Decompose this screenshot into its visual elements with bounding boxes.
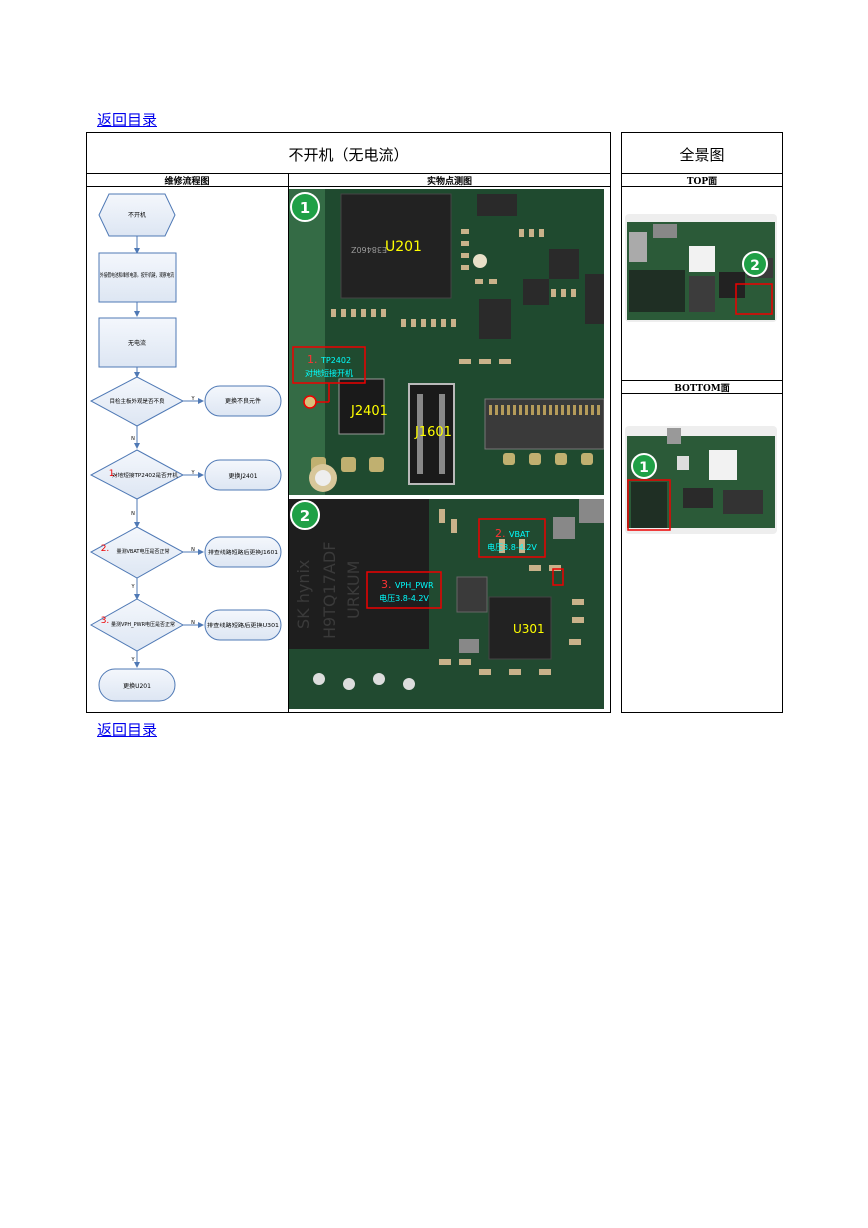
flow-no-4: N bbox=[191, 620, 195, 626]
flow-decision4-no: 排查线路短路后更换U301 bbox=[207, 622, 279, 629]
memory-chip-text: SK hynix bbox=[294, 560, 313, 629]
flow-yes-2: Y bbox=[190, 470, 195, 476]
overview-top-board: 2 bbox=[625, 214, 777, 322]
flow-step1-label: 外接假电池和维修电源。按开机键，观察电流 bbox=[100, 271, 174, 279]
tp2402-note-line2: 对地短接开机 bbox=[305, 368, 353, 378]
vph-note-line2: 电压3.8-4.2V bbox=[379, 593, 429, 603]
flow-no-1: N bbox=[131, 436, 135, 442]
vbat-note-line1: VBAT bbox=[509, 530, 530, 539]
flow-no-2: N bbox=[131, 511, 135, 517]
overview-top-badge: 2 bbox=[750, 258, 760, 274]
j2401-label: J2401 bbox=[350, 404, 388, 419]
tp2402-note-num: 1. bbox=[307, 353, 318, 366]
flow-yes-4: Y bbox=[130, 657, 135, 663]
overview-bottom-badge: 1 bbox=[639, 460, 649, 476]
overview-title: 全景图 bbox=[679, 146, 725, 164]
flow-decision4-num: 3. bbox=[101, 616, 110, 626]
pcb-photo-1: E38460Z U201 J2401 J1601 1. TP2402 对地短接开… bbox=[289, 189, 604, 495]
flow-decision2-num: 1. bbox=[109, 469, 118, 479]
photo2-badge: 2 bbox=[300, 507, 310, 525]
flow-decision3-num: 2. bbox=[101, 544, 110, 554]
page-title: 不开机（无电流） bbox=[288, 146, 409, 164]
overview-table bbox=[621, 132, 783, 713]
flow-decision2-label: 对地短接TP2402是否开机 bbox=[112, 472, 178, 479]
vbat-note-num: 2. bbox=[495, 527, 506, 540]
bottom-side-header: BOTTOM面 bbox=[674, 384, 730, 394]
divider bbox=[288, 173, 289, 713]
vbat-note-line2: 电压3.8-4.2V bbox=[487, 542, 537, 552]
flow-start-hexagon bbox=[98, 193, 176, 237]
svg-text:E38460Z: E38460Z bbox=[350, 245, 387, 254]
vph-note-line1: VPH_PWR bbox=[395, 581, 434, 590]
back-to-contents-link-bottom[interactable]: 返回目录 bbox=[97, 721, 158, 739]
photo-header: 实物点测图 bbox=[426, 177, 472, 187]
flow-start-label: 不开机 bbox=[128, 211, 146, 219]
divider bbox=[86, 186, 611, 187]
main-table bbox=[86, 132, 611, 713]
flowchart-header: 维修流程图 bbox=[164, 177, 210, 187]
flow-decision3-no: 排查线路短路后更换J1601 bbox=[208, 549, 278, 556]
repair-flowchart: 不开机 外接假电池和维修电源。按开机键，观察电流 无电流 目检主板外观是否不良 … bbox=[89, 193, 282, 702]
flow-yes-1: Y bbox=[190, 396, 195, 402]
back-to-contents-link-top[interactable]: 返回目录 bbox=[97, 111, 158, 129]
j1601-label: J1601 bbox=[414, 425, 452, 440]
overview-bottom-board: 1 bbox=[625, 426, 777, 534]
svg-text:H9TQ17ADF: H9TQ17ADF bbox=[320, 542, 339, 639]
flow-decision1-label: 目检主板外观是否不良 bbox=[109, 397, 165, 405]
divider bbox=[621, 186, 783, 187]
divider bbox=[86, 173, 611, 174]
flow-decision3-label: 量测VBAT电压是否正常 bbox=[117, 548, 170, 555]
top-side-header: TOP面 bbox=[686, 177, 718, 187]
flow-decision2-yes: 更换J2401 bbox=[228, 472, 257, 480]
flow-decision4-label: 量测VPH_PWR电压是否正常 bbox=[111, 621, 175, 628]
vph-note-num: 3. bbox=[381, 578, 392, 591]
flow-no-3: N bbox=[191, 547, 195, 553]
flow-end-label: 更换U201 bbox=[123, 682, 151, 690]
divider bbox=[621, 380, 783, 381]
u301-label: U301 bbox=[513, 622, 545, 636]
photo1-badge: 1 bbox=[300, 199, 310, 217]
divider bbox=[621, 393, 783, 394]
pcb-photo-2: SK hynix H9TQ17ADF URKUM U301 2. VBAT 电压… bbox=[289, 499, 604, 709]
tp2402-note-line1: TP2402 bbox=[320, 356, 351, 365]
divider bbox=[621, 173, 783, 174]
flow-yes-3: Y bbox=[130, 584, 135, 590]
flow-step2-label: 无电流 bbox=[128, 339, 146, 347]
u201-label: U201 bbox=[385, 239, 422, 255]
svg-text:URKUM: URKUM bbox=[344, 561, 363, 619]
flow-decision1-yes: 更换不良元件 bbox=[225, 397, 261, 405]
